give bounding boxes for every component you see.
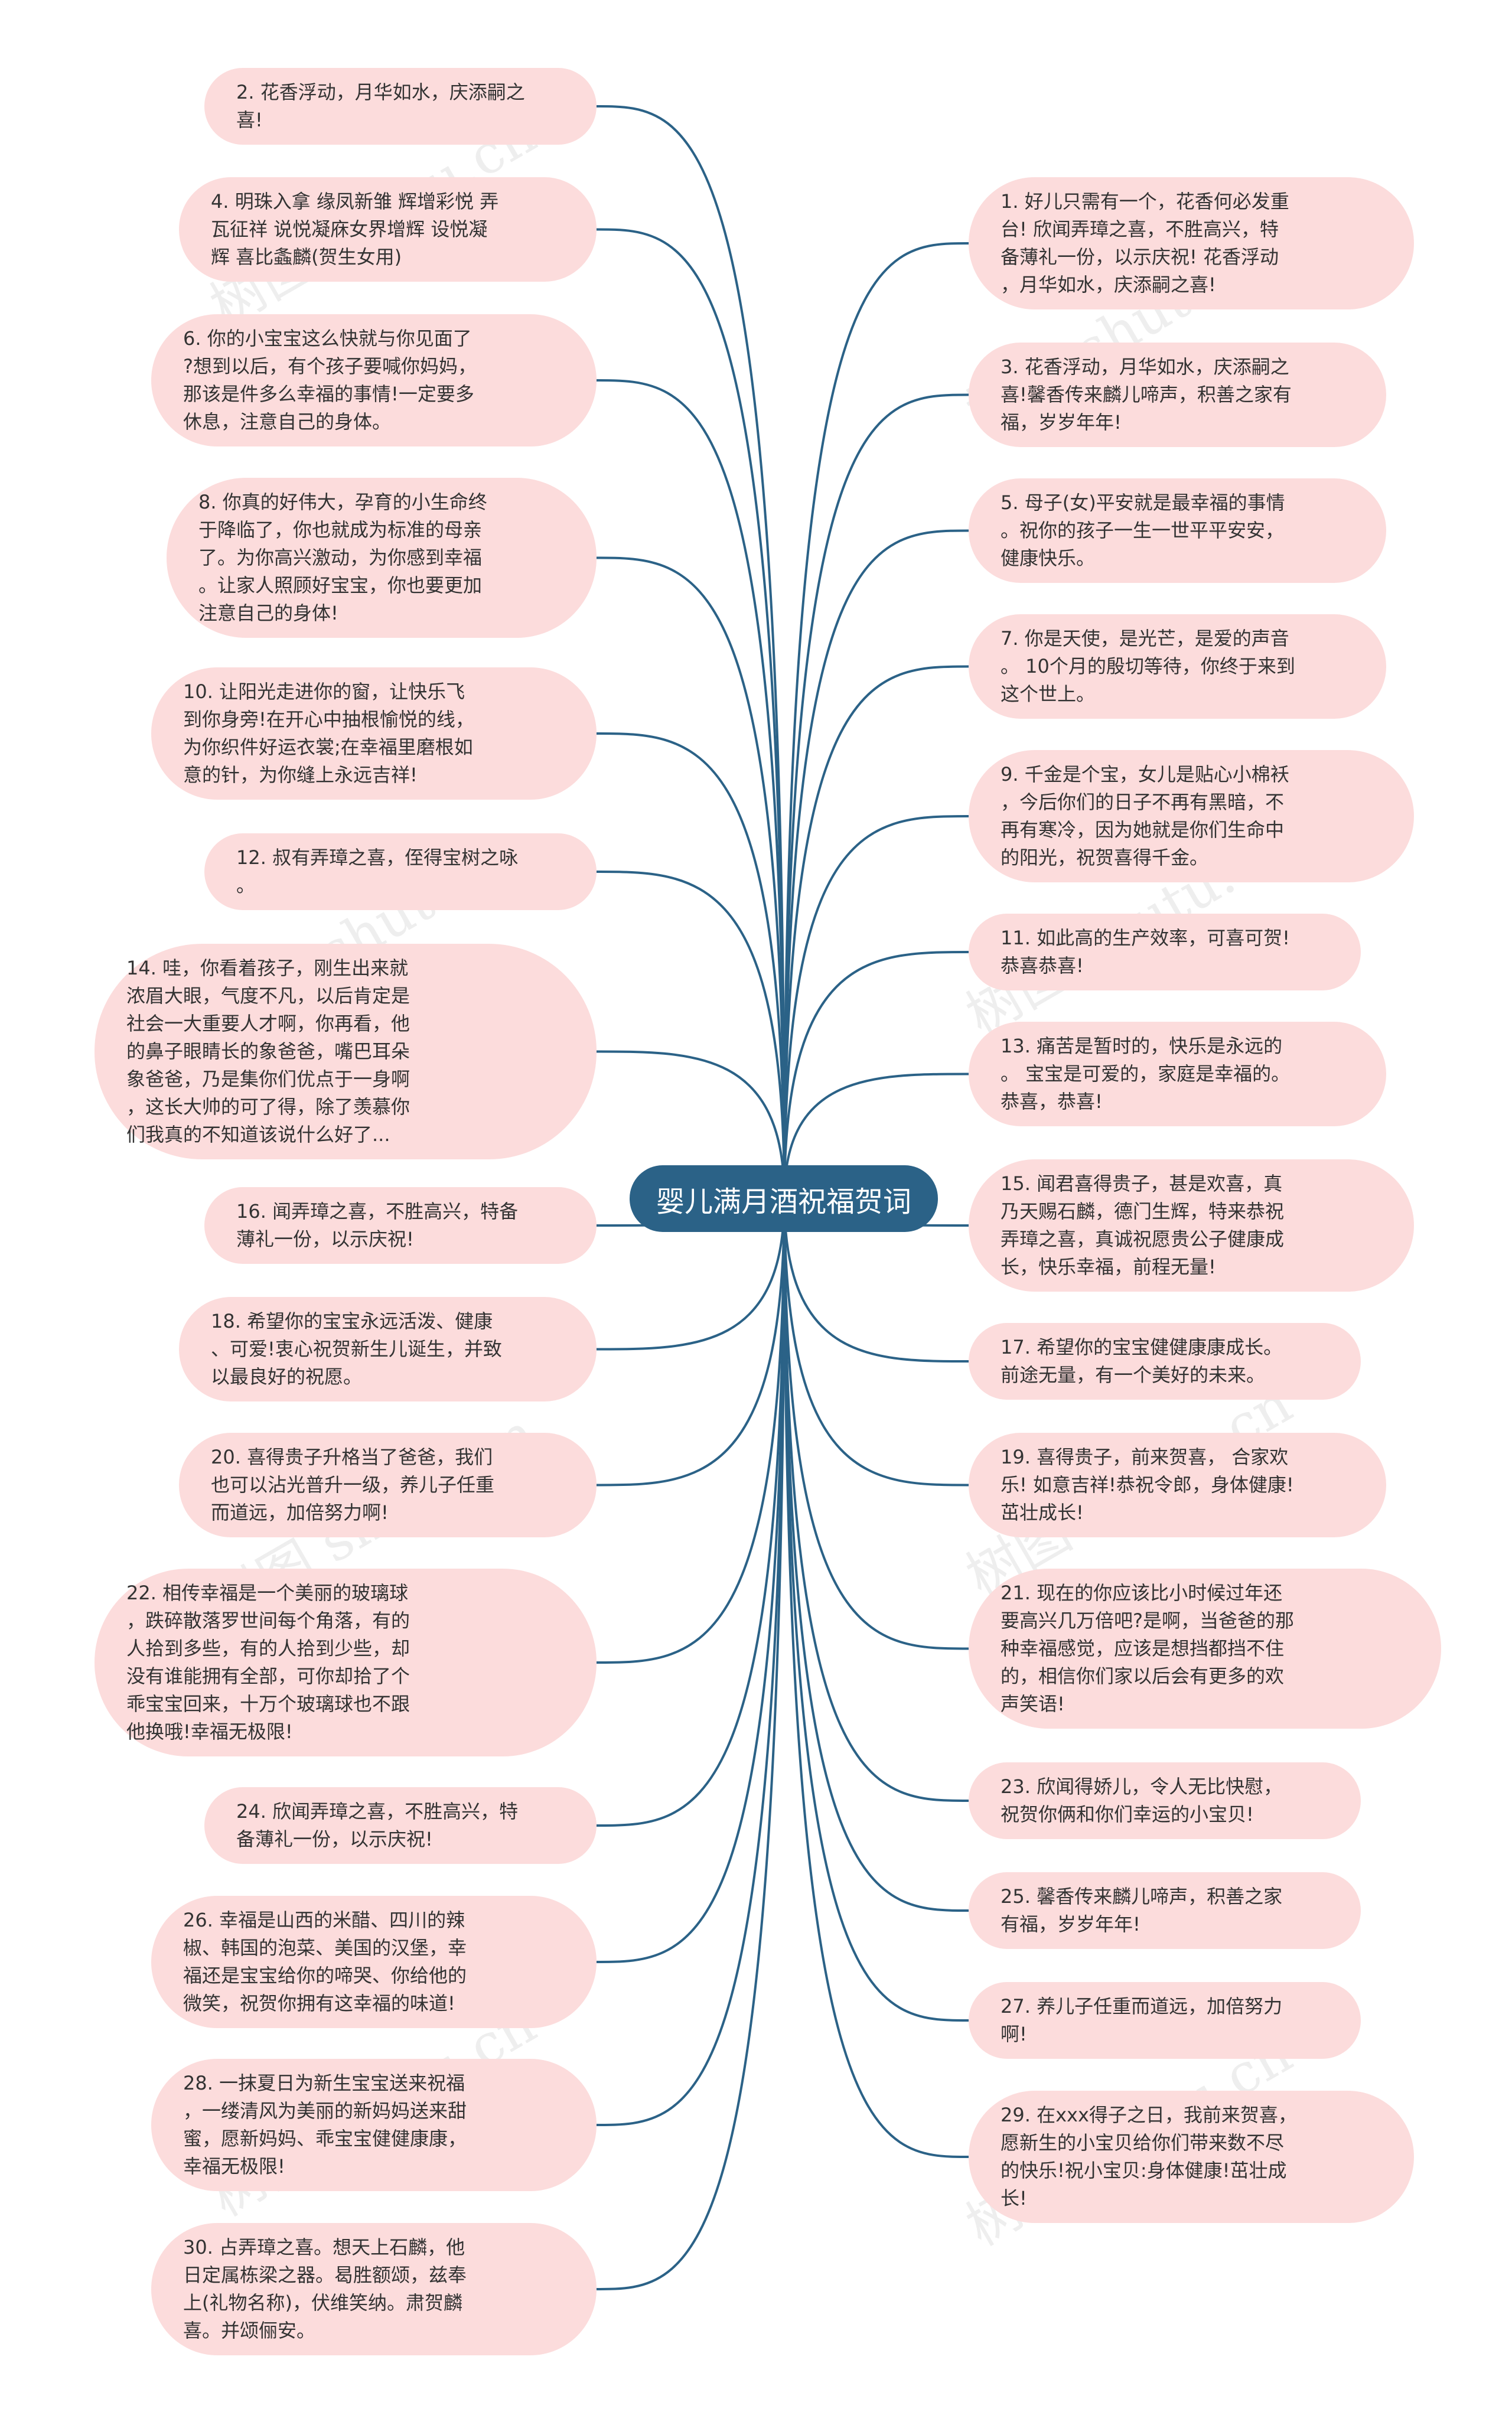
connector-topic-node-6 <box>596 379 786 1199</box>
topic-node-6[interactable]: 6. 你的小宝宝这么快就与你见面了 ?想到以后，有个孩子要喊你妈妈， 那该是件多… <box>151 314 597 446</box>
topic-node-4[interactable]: 4. 明珠入拿 缘凤新雏 辉增彩悦 弄 瓦征祥 说悦凝庥女界增辉 设悦凝 辉 喜… <box>179 177 597 282</box>
connector-topic-node-11 <box>783 951 969 1199</box>
topic-node-14[interactable]: 14. 哇，你看着孩子，刚生出来就 浓眉大眼，气度不凡，以后肯定是 社会一大重要… <box>94 944 597 1159</box>
topic-node-10[interactable]: 10. 让阳光走进你的窗，让快乐飞 到你身旁!在开心中抽根愉悦的线， 为你织件好… <box>151 667 597 800</box>
topic-node-7[interactable]: 7. 你是天使，是光芒，是爱的声音 。 10个月的殷切等待，你终于来到 这个世上… <box>969 614 1386 719</box>
connector-topic-node-4 <box>596 228 786 1199</box>
topic-node-8[interactable]: 8. 你真的好伟大，孕育的小生命终 于降临了，你也就成为标准的母亲 了。为你高兴… <box>167 478 597 638</box>
connector-topic-node-26 <box>596 1198 786 1963</box>
topic-node-9[interactable]: 9. 千金是个宝，女儿是贴心小棉袄 ，今后你们的日子不再有黑暗，不 再有寒冷，因… <box>969 750 1414 882</box>
topic-node-16[interactable]: 16. 闻弄璋之喜，不胜高兴，特备 薄礼一份，以示庆祝! <box>204 1187 597 1264</box>
connector-topic-node-28 <box>596 1198 786 2126</box>
connector-topic-node-3 <box>783 393 969 1199</box>
topic-node-25[interactable]: 25. 馨香传来麟儿啼声，积善之家 有福，岁岁年年! <box>969 1872 1361 1949</box>
connector-topic-node-13 <box>783 1073 969 1199</box>
topic-node-28[interactable]: 28. 一抹夏日为新生宝宝送来祝福 ，一缕清风为美丽的新妈妈送来甜 蜜，愿新妈妈… <box>151 2059 597 2191</box>
topic-node-26[interactable]: 26. 幸福是山西的米醋、四川的辣 椒、韩国的泡菜、美国的汉堡，幸 福还是宝宝给… <box>151 1896 597 2028</box>
connector-topic-node-9 <box>783 815 969 1199</box>
topic-node-5[interactable]: 5. 母子(女)平安就是最幸福的事情 。祝你的孩子一生一世平平安安， 健康快乐。 <box>969 478 1386 583</box>
topic-node-24[interactable]: 24. 欣闻弄璋之喜，不胜高兴，特 备薄礼一份，以示庆祝! <box>204 1787 597 1864</box>
topic-node-3[interactable]: 3. 花香浮动，月华如水，庆添嗣之 喜!馨香传来麟儿啼声，积善之家有 福，岁岁年… <box>969 343 1386 447</box>
connector-topic-node-17 <box>783 1198 969 1363</box>
topic-node-12[interactable]: 12. 叔有弄璋之喜，侄得宝树之咏 。 <box>204 833 597 910</box>
topic-node-29[interactable]: 29. 在xxx得子之日，我前来贺喜， 愿新生的小宝贝给你们带来数不尽 的快乐!… <box>969 2091 1414 2223</box>
connector-topic-node-23 <box>783 1198 969 1802</box>
topic-node-11[interactable]: 11. 如此高的生产效率，可喜可贺! 恭喜恭喜! <box>969 914 1361 990</box>
connector-topic-node-12 <box>596 871 786 1199</box>
connector-topic-node-21 <box>783 1198 969 1650</box>
connector-topic-node-7 <box>783 665 969 1199</box>
connector-topic-node-25 <box>783 1198 969 1912</box>
connector-topic-node-5 <box>783 529 969 1199</box>
topic-node-18[interactable]: 18. 希望你的宝宝永远活泼、健康 、可爱!衷心祝贺新生儿诞生，并致 以最良好的… <box>179 1297 597 1401</box>
connector-topic-node-22 <box>596 1198 786 1664</box>
topic-node-1[interactable]: 1. 好儿只需有一个，花香何必发重 台! 欣闻弄璋之喜，不胜高兴，特 备薄礼一份… <box>969 177 1414 309</box>
connector-topic-node-27 <box>783 1198 969 2022</box>
root-topic[interactable]: 婴儿满月酒祝福贺词 <box>630 1165 938 1232</box>
topic-node-13[interactable]: 13. 痛苦是暂时的，快乐是永远的 。 宝宝是可爱的，家庭是幸福的。 恭喜，恭喜… <box>969 1022 1386 1126</box>
topic-node-17[interactable]: 17. 希望你的宝宝健健康康成长。 前途无量，有一个美好的未来。 <box>969 1323 1361 1400</box>
topic-node-20[interactable]: 20. 喜得贵子升格当了爸爸，我们 也可以沾光普升一级，养儿子任重 而道远，加倍… <box>179 1433 597 1537</box>
connector-topic-node-14 <box>596 1050 786 1199</box>
connector-topic-node-19 <box>783 1198 969 1487</box>
connector-topic-node-20 <box>596 1198 786 1487</box>
connector-topic-node-30 <box>596 1198 786 2290</box>
connector-topic-node-18 <box>596 1198 786 1351</box>
connector-topic-node-2 <box>596 105 786 1199</box>
topic-node-30[interactable]: 30. 占弄璋之喜。想天上石麟，他 日定属栋梁之器。曷胜额颂，兹奉 上(礼物名称… <box>151 2223 597 2355</box>
connector-topic-node-10 <box>596 732 786 1199</box>
topic-node-21[interactable]: 21. 现在的你应该比小时候过年还 要高兴几万倍吧?是啊，当爸爸的那 种幸福感觉… <box>969 1569 1441 1729</box>
topic-node-15[interactable]: 15. 闻君喜得贵子，甚是欢喜，真 乃天赐石麟，德门生辉，特来恭祝 弄璋之喜，真… <box>969 1159 1414 1292</box>
topic-node-23[interactable]: 23. 欣闻得娇儿，令人无比快慰， 祝贺你俩和你们幸运的小宝贝! <box>969 1762 1361 1839</box>
connector-topic-node-24 <box>596 1198 786 1827</box>
connector-topic-node-1 <box>783 242 969 1199</box>
topic-node-19[interactable]: 19. 喜得贵子，前来贺喜， 合家欢 乐! 如意吉祥!恭祝令郎，身体健康! 茁壮… <box>969 1433 1386 1537</box>
connector-topic-node-29 <box>783 1198 969 2158</box>
connector-topic-node-8 <box>596 556 786 1199</box>
topic-node-27[interactable]: 27. 养儿子任重而道远，加倍努力 啊! <box>969 1982 1361 2059</box>
topic-node-2[interactable]: 2. 花香浮动，月华如水，庆添嗣之 喜! <box>204 68 597 145</box>
topic-node-22[interactable]: 22. 相传幸福是一个美丽的玻璃球 ，跌碎散落罗世间每个角落，有的 人拾到多些，… <box>94 1569 597 1756</box>
